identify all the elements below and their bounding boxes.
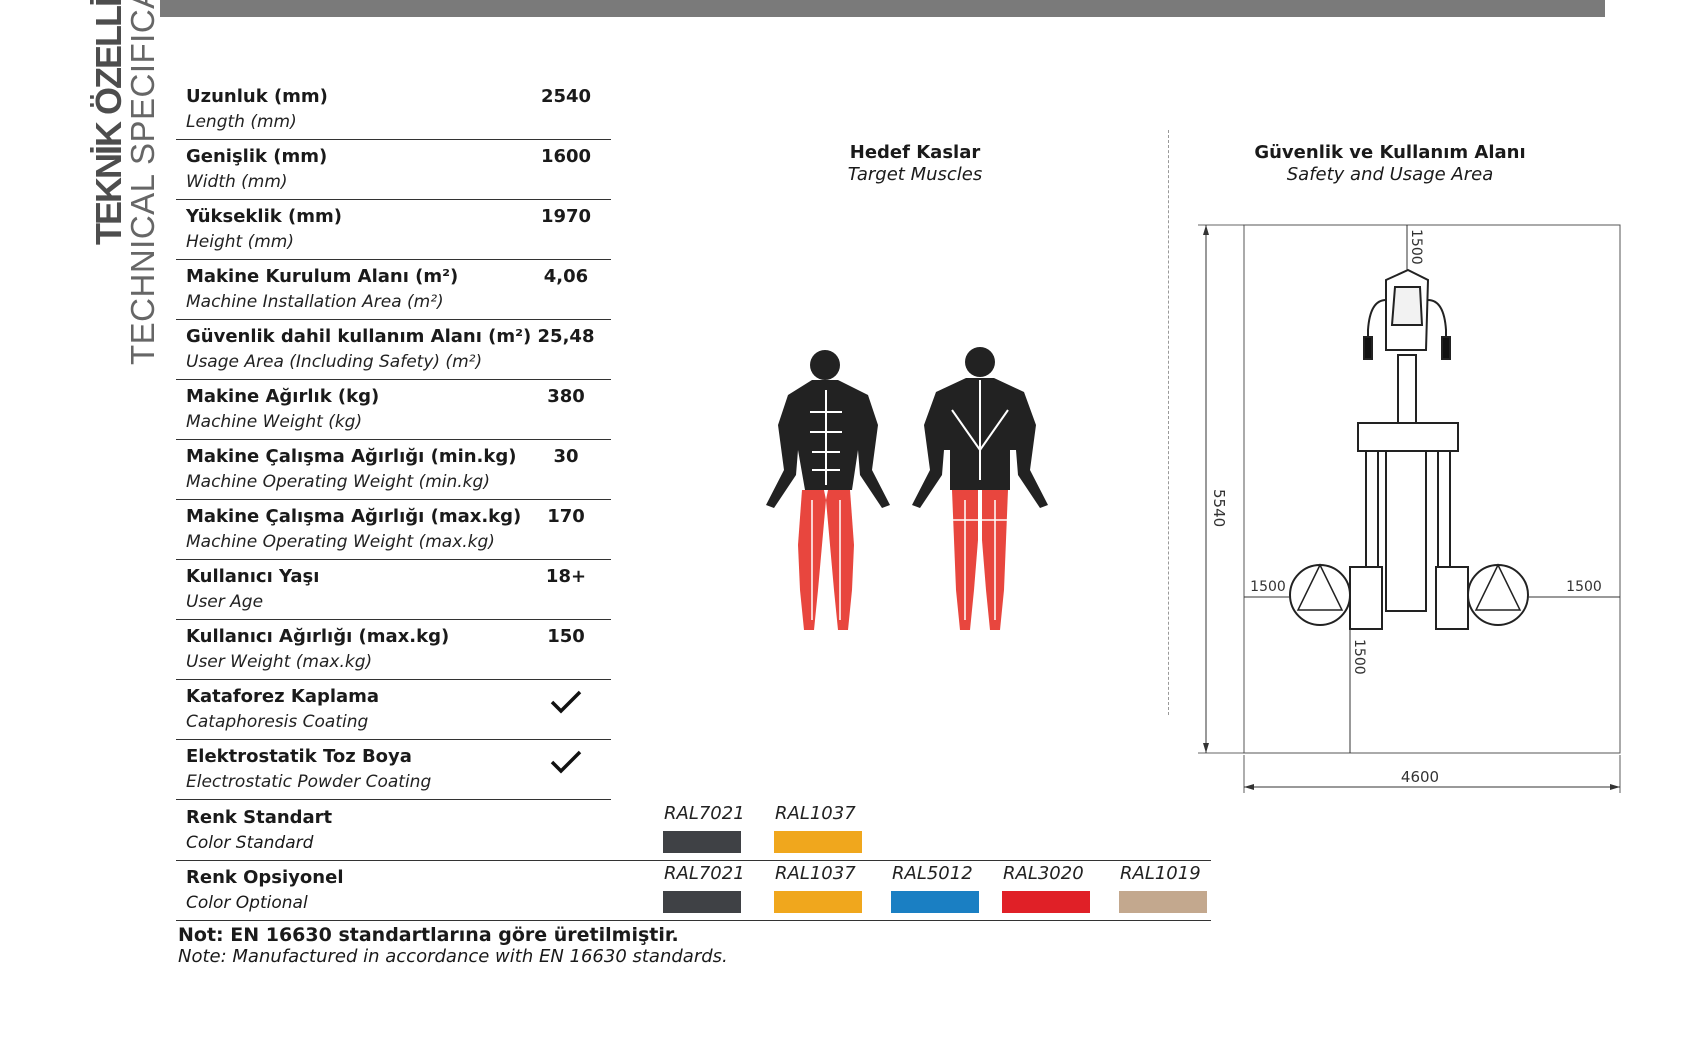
- dim-right: 1500: [1566, 579, 1602, 595]
- spec-label-tr: Genişlik (mm): [186, 146, 328, 167]
- spec-row: Makine Çalışma Ağırlığı (min.kg) Machine …: [176, 440, 611, 500]
- spec-label-en: Usage Area (Including Safety) (m²): [186, 352, 483, 372]
- spec-value: 2540: [540, 86, 592, 107]
- color-swatch: [663, 891, 741, 913]
- spec-label-en: Length (mm): [186, 112, 297, 132]
- machine-topview: [1289, 268, 1529, 630]
- spec-row: Uzunluk (mm) Length (mm) 2540: [176, 80, 611, 140]
- spec-label-en: Machine Operating Weight (max.kg): [186, 532, 495, 552]
- spec-value: 170: [547, 506, 585, 527]
- color-optional-label-en: Color Optional: [186, 893, 308, 913]
- back-body-figure: [912, 347, 1048, 630]
- checkmark-icon: [550, 750, 582, 774]
- dim-bottom: 1500: [1351, 639, 1367, 675]
- color-code: RAL3020: [1003, 863, 1084, 884]
- color-optional-label-tr: Renk Opsiyonel: [186, 867, 344, 888]
- color-swatch: [774, 891, 862, 913]
- spec-label-tr: Makine Çalışma Ağırlığı (max.kg): [186, 506, 522, 527]
- dim-total-length: 5540: [1210, 489, 1228, 527]
- spec-label-en: User Age: [186, 592, 264, 612]
- muscles-heading-en: Target Muscles: [847, 164, 983, 185]
- front-body-figure: [766, 350, 890, 630]
- spec-label-tr: Güvenlik dahil kullanım Alanı (m²): [186, 326, 532, 347]
- color-standard-label-en: Color Standard: [186, 833, 314, 853]
- color-swatch: [891, 891, 979, 913]
- spec-row: Kullanıcı Ağırlığı (max.kg) User Weight (…: [176, 620, 611, 680]
- spec-label-en: Machine Operating Weight (min.kg): [186, 472, 490, 492]
- spec-label-tr: Makine Kurulum Alanı (m²): [186, 266, 459, 287]
- usage-area-heading: Güvenlik ve Kullanım Alanı Safety and Us…: [1240, 142, 1540, 185]
- spec-row: Genişlik (mm) Width (mm) 1600: [176, 140, 611, 200]
- spec-label-en: Electrostatic Powder Coating: [186, 772, 432, 792]
- spec-value: 30: [553, 446, 579, 467]
- spec-label-tr: Kataforez Kaplama: [186, 686, 380, 707]
- color-standard-label-tr: Renk Standart: [186, 807, 333, 828]
- spec-value: 18+: [545, 566, 587, 587]
- spec-value: 1600: [540, 146, 592, 167]
- usage-area-heading-en: Safety and Usage Area: [1286, 164, 1494, 185]
- side-title: TEKNİK ÖZELLİKLER TECHNICAL SPECIFICATIO…: [88, 0, 163, 370]
- color-code: RAL1037: [775, 803, 856, 824]
- spec-label-tr: Kullanıcı Yaşı: [186, 566, 320, 587]
- spec-label-tr: Makine Çalışma Ağırlığı (min.kg): [186, 446, 517, 467]
- color-code: RAL7021: [664, 803, 745, 824]
- muscles-heading-tr: Hedef Kaslar: [849, 142, 981, 163]
- muscles-heading: Hedef Kaslar Target Muscles: [815, 142, 1015, 185]
- spec-row: Yükseklik (mm) Height (mm) 1970: [176, 200, 611, 260]
- spec-label-en: User Weight (max.kg): [186, 652, 373, 672]
- spec-label-tr: Uzunluk (mm): [186, 86, 328, 107]
- color-standard-row: Renk Standart Color Standard RAL7021 RAL1…: [176, 801, 1211, 861]
- dim-total-width: 4600: [1401, 768, 1439, 786]
- dim-top: 1500: [1408, 229, 1424, 265]
- spec-row: Makine Ağırlık (kg) Machine Weight (kg) 38…: [176, 380, 611, 440]
- color-code: RAL5012: [892, 863, 973, 884]
- note: Not: EN 16630 standartlarına göre üretil…: [178, 924, 728, 967]
- spec-label-en: Height (mm): [186, 232, 294, 252]
- color-swatch: [663, 831, 741, 853]
- section-divider: [1168, 130, 1169, 715]
- spec-label-tr: Kullanıcı Ağırlığı (max.kg): [186, 626, 450, 647]
- spec-label-en: Machine Installation Area (m²): [186, 292, 444, 312]
- dim-left: 1500: [1250, 579, 1286, 595]
- spec-row: Güvenlik dahil kullanım Alanı (m²) Usage …: [176, 320, 611, 380]
- note-en: Note: Manufactured in accordance with EN…: [178, 946, 728, 967]
- spec-row: Makine Çalışma Ağırlığı (max.kg) Machine …: [176, 500, 611, 560]
- color-swatch: [774, 831, 862, 853]
- spec-value: 25,48: [537, 326, 595, 347]
- color-code: RAL1019: [1120, 863, 1201, 884]
- spec-label-en: Width (mm): [186, 172, 288, 192]
- spec-label-tr: Makine Ağırlık (kg): [186, 386, 380, 407]
- color-code: RAL1037: [775, 863, 856, 884]
- color-swatch: [1119, 891, 1207, 913]
- usage-area-diagram: 5540 4600 1500 1500 1500 1500: [1198, 224, 1621, 793]
- spec-value: 4,06: [543, 266, 589, 287]
- color-code: RAL7021: [664, 863, 745, 884]
- spec-row: Makine Kurulum Alanı (m²) Machine Install…: [176, 260, 611, 320]
- color-optional-row: Renk Opsiyonel Color Optional RAL7021 RAL…: [176, 861, 1211, 921]
- checkmark-icon: [550, 690, 582, 714]
- spec-label-en: Cataphoresis Coating: [186, 712, 369, 732]
- spec-value: 150: [547, 626, 585, 647]
- spec-label-en: Machine Weight (kg): [186, 412, 363, 432]
- side-title-en: TECHNICAL SPECIFICATIONS: [124, 0, 161, 365]
- spec-value: 380: [547, 386, 585, 407]
- usage-area-heading-tr: Güvenlik ve Kullanım Alanı: [1254, 142, 1526, 163]
- spec-label-tr: Yükseklik (mm): [186, 206, 342, 227]
- color-swatch: [1002, 891, 1090, 913]
- spec-label-tr: Elektrostatik Toz Boya: [186, 746, 412, 767]
- target-muscles-figure: [766, 347, 1048, 630]
- spec-value: 1970: [540, 206, 592, 227]
- note-tr: Not: EN 16630 standartlarına göre üretil…: [178, 924, 679, 946]
- top-bar: [160, 0, 1605, 17]
